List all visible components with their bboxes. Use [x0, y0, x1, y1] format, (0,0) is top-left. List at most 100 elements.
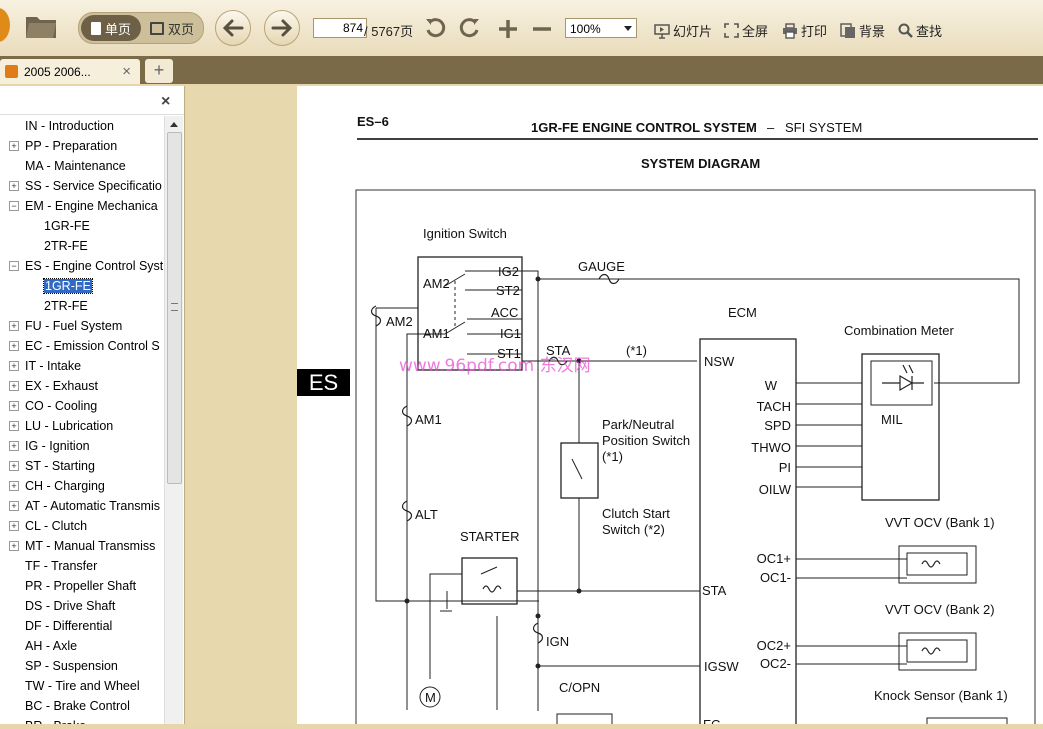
tree-item[interactable]: 2TR-FE — [44, 236, 88, 256]
tree-item-label: TF - Transfer — [25, 559, 98, 573]
tree-item[interactable]: IT - Intake — [25, 356, 81, 376]
tree-item[interactable]: AH - Axle — [25, 636, 77, 656]
expand-icon[interactable]: + — [9, 141, 19, 151]
find-button[interactable]: 查找 — [898, 21, 942, 40]
zoom-out-button[interactable] — [531, 18, 553, 45]
ignition-contacts — [444, 273, 466, 335]
am1-terminal-label: AM1 — [423, 326, 450, 341]
tree-item[interactable]: 2TR-FE — [44, 296, 88, 316]
ecm-pin-pi: PI — [779, 460, 791, 475]
pdf-file-icon — [5, 65, 18, 78]
rotate-left-button[interactable] — [424, 16, 448, 45]
arrow-right-icon — [271, 19, 293, 37]
tree-item[interactable]: PP - Preparation — [25, 136, 117, 156]
slideshow-button[interactable]: 幻灯片 — [654, 21, 712, 40]
collapse-icon[interactable]: − — [9, 201, 19, 211]
zoom-select[interactable]: 100% — [565, 18, 637, 38]
close-sidebar-icon[interactable]: × — [161, 93, 171, 110]
collapse-icon[interactable]: − — [9, 261, 19, 271]
tree-item[interactable]: 1GR-FE — [44, 216, 90, 236]
tree-item-label: 2TR-FE — [44, 299, 88, 313]
ig1-label: IG1 — [500, 326, 521, 341]
tree-item-label: SP - Suspension — [25, 659, 118, 673]
open-folder-button[interactable] — [24, 12, 58, 45]
tree-item[interactable]: CL - Clutch — [25, 516, 87, 536]
tree-item[interactable]: BR - Brake — [25, 716, 86, 724]
find-label: 查找 — [916, 24, 943, 39]
expand-icon[interactable]: + — [9, 421, 19, 431]
tree-item-label: CL - Clutch — [25, 519, 88, 533]
tree-item[interactable]: DF - Differential — [25, 616, 112, 636]
expand-icon[interactable]: + — [9, 321, 19, 331]
expand-icon[interactable]: + — [9, 401, 19, 411]
print-button[interactable]: 打印 — [782, 21, 827, 40]
expand-icon[interactable]: + — [9, 541, 19, 551]
rotate-right-button[interactable] — [457, 16, 481, 45]
tree-item[interactable]: ST - Starting — [25, 456, 95, 476]
motor-label: M — [425, 690, 436, 705]
scroll-up-arrow[interactable] — [170, 122, 178, 127]
tree-item[interactable]: PR - Propeller Shaft — [25, 576, 136, 596]
back-button[interactable] — [215, 10, 251, 46]
ecm-label: ECM — [728, 305, 757, 320]
tree-item-label: IT - Intake — [25, 359, 82, 373]
scroll-thumb[interactable] — [167, 132, 182, 484]
tree-item[interactable]: LU - Lubrication — [25, 416, 113, 436]
expand-icon[interactable]: + — [9, 341, 19, 351]
tree-item[interactable]: FU - Fuel System — [25, 316, 122, 336]
document-tab[interactable]: 2005 2006... × — [0, 59, 140, 84]
tree-item[interactable]: CH - Charging — [25, 476, 105, 496]
tree-item[interactable]: SP - Suspension — [25, 656, 118, 676]
ocv-bank1-box — [898, 545, 977, 584]
tree-item[interactable]: EM - Engine Mechanica — [25, 196, 158, 216]
tree-item[interactable]: SS - Service Specificatio — [25, 176, 162, 196]
fullscreen-icon — [724, 23, 739, 38]
expand-icon[interactable]: + — [9, 501, 19, 511]
expand-icon[interactable]: + — [9, 481, 19, 491]
sidebar-scrollbar[interactable] — [164, 116, 183, 724]
page-number-input[interactable] — [313, 18, 367, 38]
tree-item[interactable]: IN - Introduction — [25, 116, 114, 136]
new-tab-button[interactable]: + — [145, 59, 173, 83]
tree-item-label: PP - Preparation — [25, 139, 118, 153]
ecm-pin-thwo: THWO — [751, 440, 791, 455]
tree-item-label: DF - Differential — [25, 619, 113, 633]
expand-icon[interactable]: + — [9, 181, 19, 191]
tree-item-label: DS - Drive Shaft — [25, 599, 116, 613]
ignition-switch-box — [417, 256, 523, 371]
tree-item[interactable]: DS - Drive Shaft — [25, 596, 115, 616]
single-page-button[interactable]: 单页 — [81, 15, 141, 41]
tree-item[interactable]: BC - Brake Control — [25, 696, 130, 716]
tree-item[interactable]: CO - Cooling — [25, 396, 97, 416]
tree-item[interactable]: TW - Tire and Wheel — [25, 676, 140, 696]
am2-fuse-label: AM2 — [386, 314, 413, 329]
expand-icon[interactable]: + — [9, 461, 19, 471]
knock-sensor-bank1-label: Knock Sensor (Bank 1) — [874, 688, 1008, 703]
tree-item[interactable]: 1GR-FE — [43, 276, 93, 296]
tree-item-label: IN - Introduction — [25, 119, 114, 133]
expand-icon[interactable]: + — [9, 441, 19, 451]
tree-item[interactable]: ES - Engine Control Syst — [25, 256, 163, 276]
tree-item[interactable]: TF - Transfer — [25, 556, 97, 576]
tree-item[interactable]: MT - Manual Transmiss — [25, 536, 155, 556]
double-page-button[interactable]: 双页 — [143, 15, 201, 41]
tree-item[interactable]: AT - Automatic Transmis — [25, 496, 160, 516]
tree-item[interactable]: EC - Emission Control S — [25, 336, 160, 356]
sta-pin-label: STA — [702, 583, 727, 598]
vvt-ocv-bank1-label: VVT OCV (Bank 1) — [885, 515, 995, 530]
zoom-in-button[interactable] — [497, 18, 519, 45]
tree-item[interactable]: MA - Maintenance — [25, 156, 126, 176]
system-diagram — [375, 256, 1020, 729]
expand-icon[interactable]: + — [9, 521, 19, 531]
grip-icon — [171, 303, 178, 311]
expand-icon[interactable]: + — [9, 361, 19, 371]
expand-icon[interactable]: + — [9, 381, 19, 391]
tree-item[interactable]: EX - Exhaust — [25, 376, 98, 396]
fullscreen-button[interactable]: 全屏 — [724, 21, 768, 40]
tree-item[interactable]: IG - Ignition — [25, 436, 90, 456]
forward-button[interactable] — [264, 10, 300, 46]
background-button[interactable]: 背景 — [840, 21, 885, 40]
close-tab-icon[interactable]: × — [122, 63, 131, 80]
tab-label: 2005 2006... — [24, 64, 91, 79]
minus-icon — [533, 27, 551, 31]
